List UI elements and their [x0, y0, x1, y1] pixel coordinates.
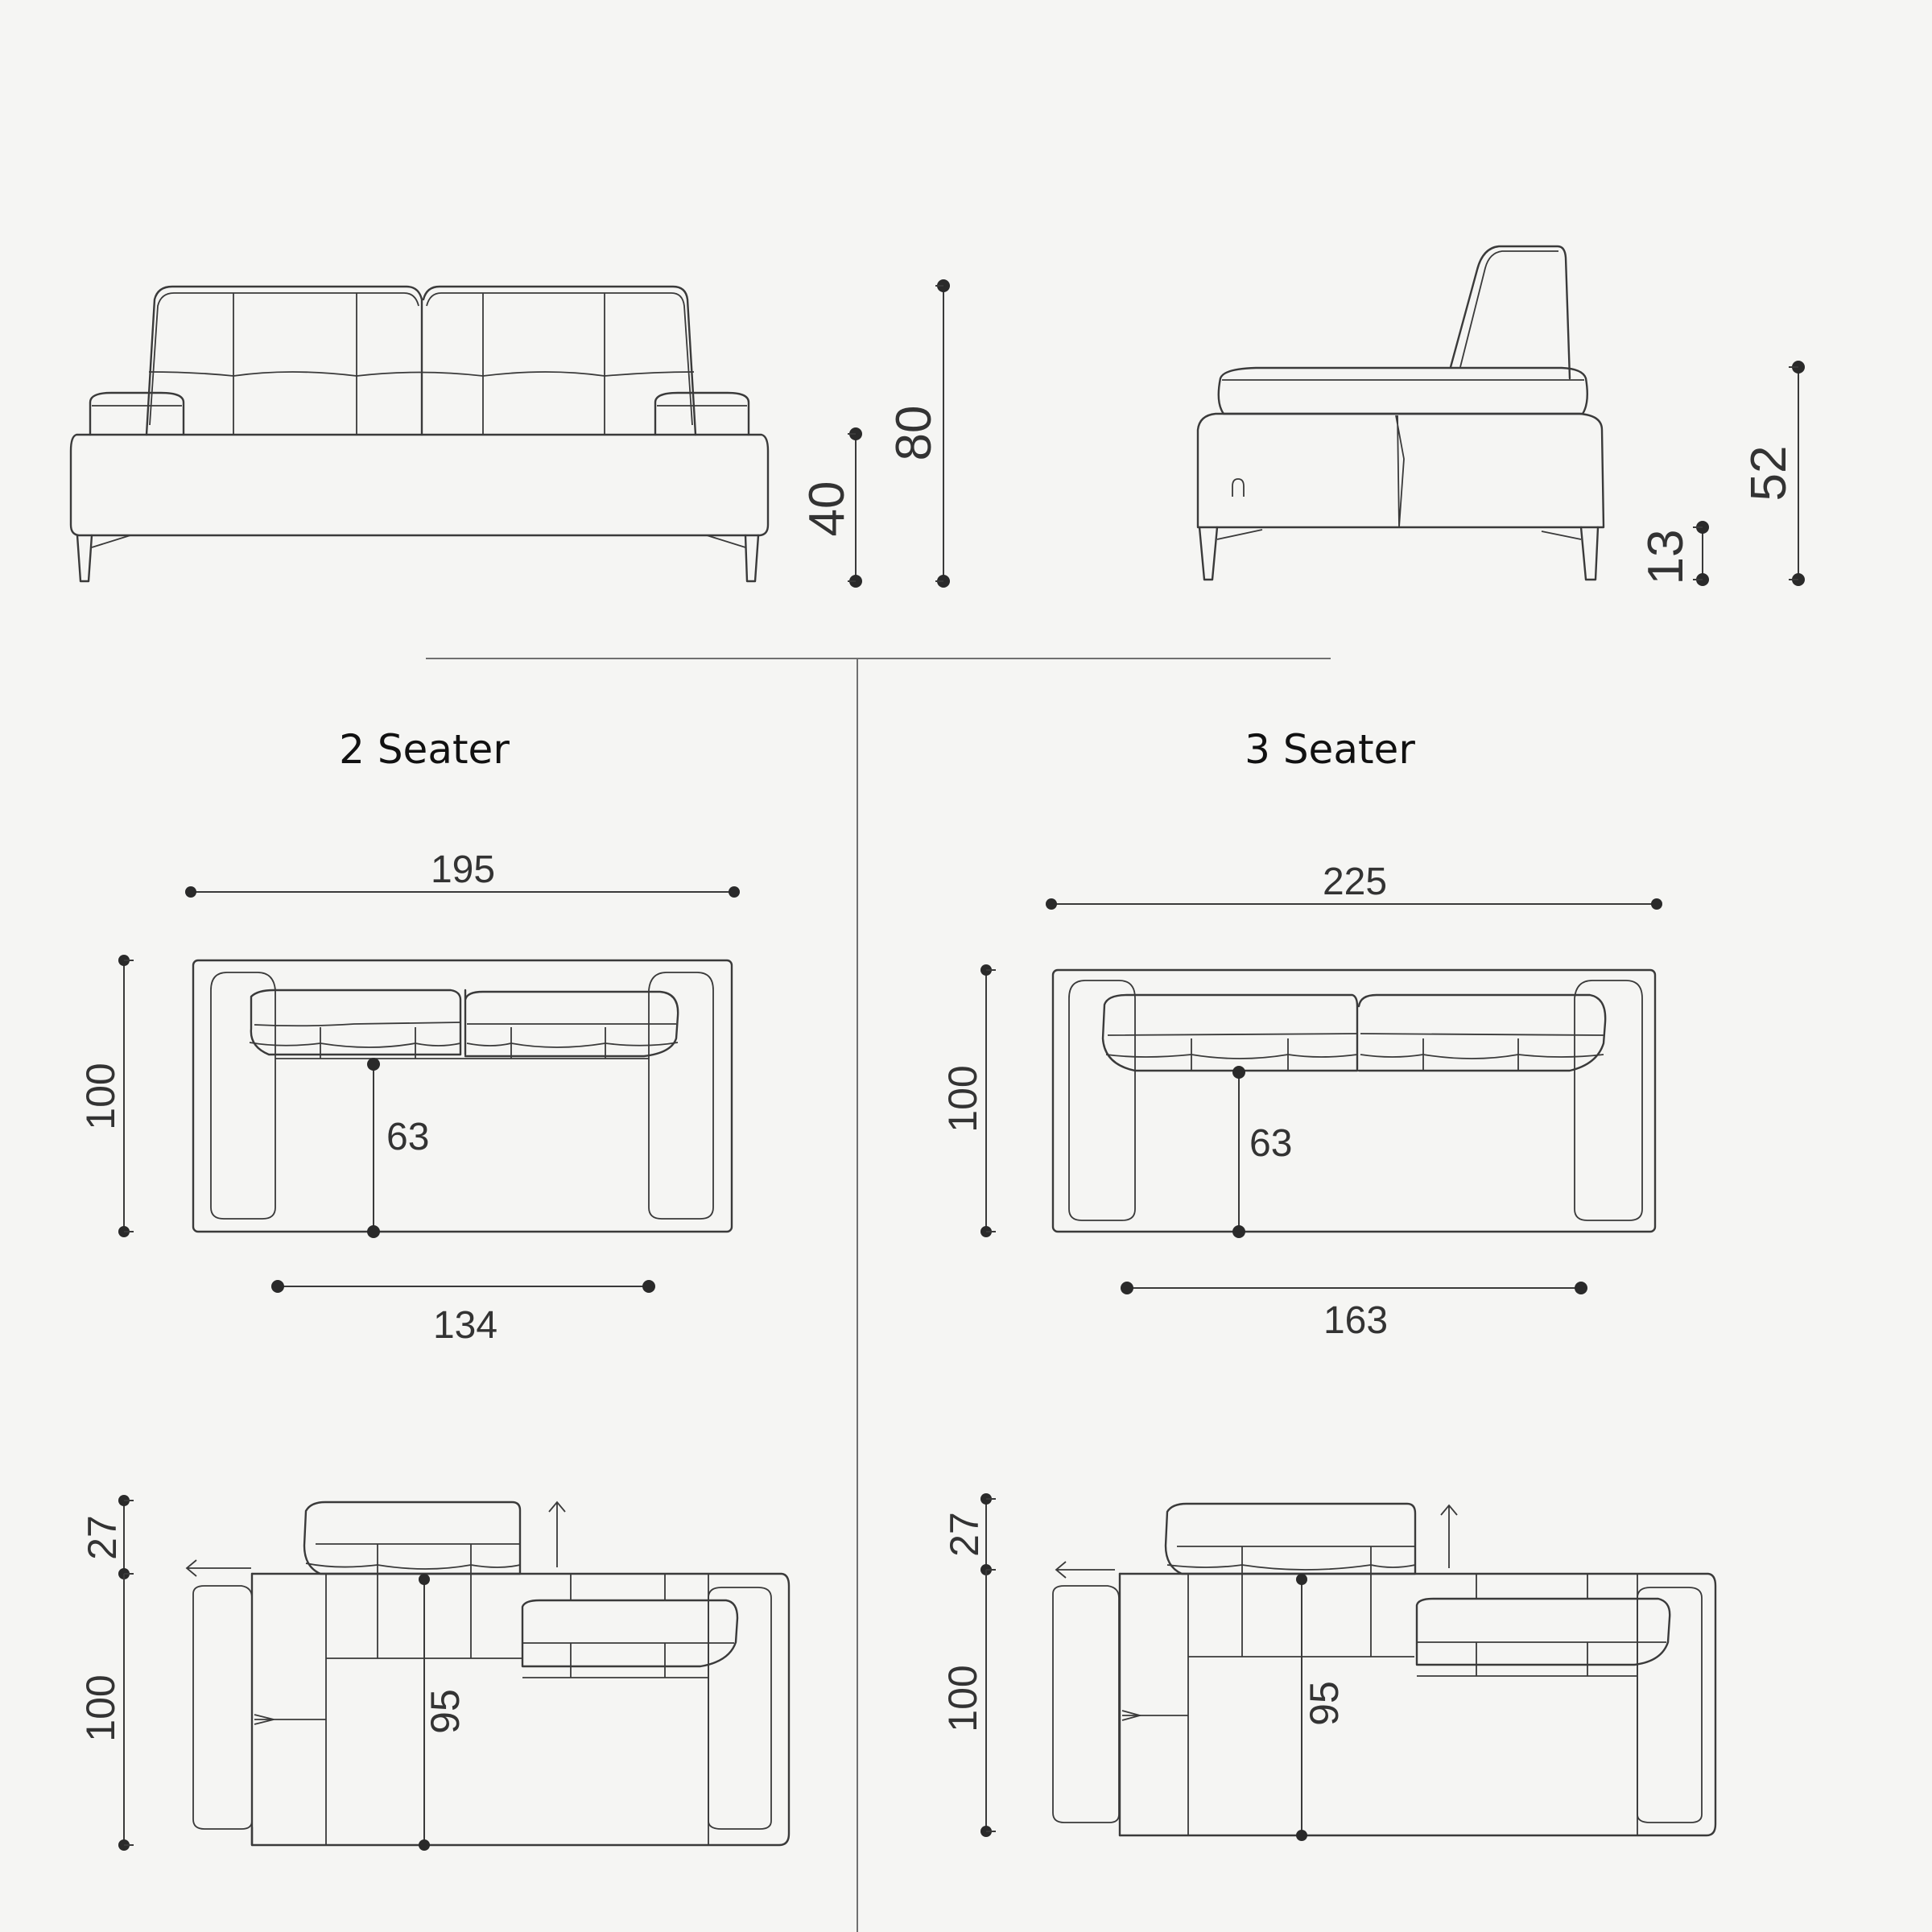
three-seater-depth-dimension: 100: [940, 964, 996, 1237]
seat-height-label: 40: [799, 481, 855, 537]
three-seater-heading: 3 Seater: [1245, 726, 1415, 773]
total-height-label: 80: [886, 406, 942, 461]
two-seater-recline-view: [185, 1501, 791, 1847]
three-seater-headrest-extension-label: 27: [942, 1512, 987, 1557]
two-seater-width-dimension: 195: [185, 848, 740, 898]
three-seater-width-label: 225: [1323, 861, 1387, 903]
front-seat-height-dimension: 40: [799, 427, 862, 588]
front-view-sofa: [69, 285, 770, 583]
side-arm-height-dimension: 52: [1741, 361, 1805, 586]
two-seater-heading: 2 Seater: [339, 726, 510, 773]
three-seater-width-dimension: 225: [1046, 861, 1662, 910]
three-seater-reclined-seat-depth-dimension: 95: [1296, 1574, 1347, 1841]
two-seater-depth-dimension: 100: [78, 955, 134, 1237]
two-seater-seat-depth-label: 63: [386, 1116, 429, 1158]
leg-height-label: 13: [1638, 530, 1694, 585]
two-seater-depth-label: 100: [78, 1063, 123, 1129]
two-seater-seat-width-label: 134: [433, 1304, 497, 1347]
two-seater-seat-width-dimension: 134: [271, 1280, 655, 1347]
two-seater-reclined-seat-depth-label: 95: [423, 1689, 468, 1734]
front-total-height-dimension: 80: [886, 279, 950, 588]
two-seater-recline-depth-dimension: 100: [78, 1574, 134, 1851]
two-seater-headrest-extension-dimension: 27: [80, 1495, 134, 1579]
two-seater-top-view: [192, 959, 733, 1233]
two-seater-seat-depth-dimension: 63: [367, 1058, 429, 1238]
three-seater-headrest-extension-dimension: 27: [942, 1493, 996, 1575]
three-seater-seat-width-dimension: 163: [1121, 1282, 1587, 1342]
two-seater-reclined-seat-depth-dimension: 95: [419, 1574, 468, 1851]
arm-height-label: 52: [1741, 446, 1797, 502]
recline-handle-icon: [1232, 478, 1245, 497]
three-seater-recline-depth-label: 100: [940, 1665, 985, 1732]
three-seater-depth-label: 100: [940, 1065, 985, 1132]
three-seater-seat-width-label: 163: [1323, 1299, 1388, 1342]
two-seater-recline-depth-label: 100: [78, 1674, 123, 1741]
three-seater-seat-depth-label: 63: [1249, 1122, 1292, 1165]
side-view-sofa: [1196, 245, 1605, 581]
three-seater-recline-view: [1052, 1502, 1717, 1837]
three-seater-reclined-seat-depth-label: 95: [1302, 1681, 1347, 1726]
three-seater-top-view: [1051, 968, 1657, 1233]
side-leg-height-dimension: 13: [1638, 521, 1709, 586]
three-seater-seat-depth-dimension: 63: [1232, 1066, 1292, 1238]
two-seater-width-label: 195: [431, 848, 495, 891]
two-seater-headrest-extension-label: 27: [80, 1515, 125, 1560]
three-seater-recline-depth-dimension: 100: [940, 1570, 996, 1837]
